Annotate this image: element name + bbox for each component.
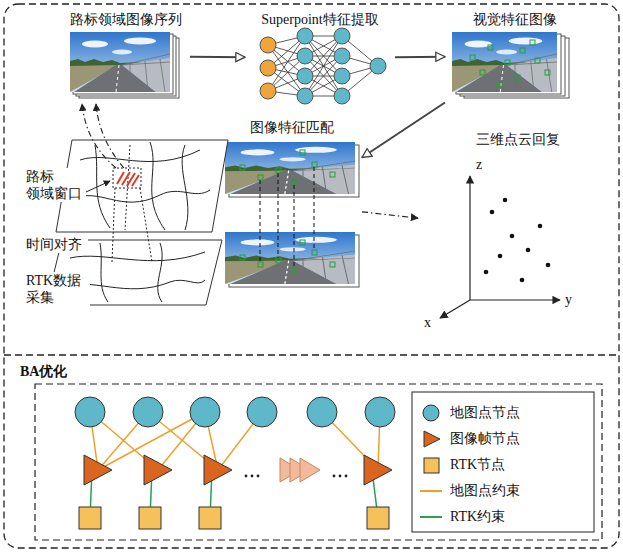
rtk-label: RTK数据 采集: [26, 272, 90, 306]
node-heading: 路标领域图像序列: [70, 11, 182, 29]
outer-frame: [4, 4, 619, 548]
node-heading: 视觉特征图像: [473, 11, 557, 29]
legend-text: 地图点节点: [450, 404, 520, 422]
axis-label: y: [565, 291, 572, 308]
node-heading: 三维点云回复: [476, 131, 560, 149]
flow-arrow: [362, 212, 418, 218]
matching-images: [225, 142, 359, 287]
feature-images: [452, 32, 569, 98]
feature-extractor-node: Superpoint特征提取: [245, 8, 395, 108]
neural-network: [260, 28, 386, 104]
ba-optimization-node: BA优化: [14, 360, 609, 544]
axis-label: x: [424, 314, 431, 331]
node-heading: BA优化: [20, 363, 67, 381]
image-sequence-node: 路标领域图像序列: [62, 8, 190, 104]
factor-graph: [75, 397, 395, 529]
legend-text: RTK约束: [450, 508, 505, 526]
legend-text: RTK节点: [450, 456, 505, 474]
node-heading: 图像特征匹配: [250, 119, 334, 137]
point-cloud: [440, 176, 560, 318]
flow-arrow: [362, 103, 445, 158]
node-heading: Superpoint特征提取: [261, 11, 378, 29]
axis-label: z: [476, 156, 482, 173]
legend-text: 图像帧节点: [450, 430, 520, 448]
time-align-label: 时间对齐: [26, 236, 88, 253]
image-sequence: [70, 32, 179, 98]
flow-arrow: [395, 56, 445, 59]
ba-frame: [35, 384, 602, 540]
window-label: 路标 领域窗口: [26, 168, 86, 202]
section-divider: [4, 354, 619, 355]
feature-image-node: 视觉特征图像: [445, 8, 585, 104]
legend-text: 地图点约束: [450, 482, 520, 500]
flow-arrow: [190, 56, 245, 59]
matching-node: 图像特征匹配: [222, 116, 362, 292]
legend-box: [412, 392, 594, 532]
